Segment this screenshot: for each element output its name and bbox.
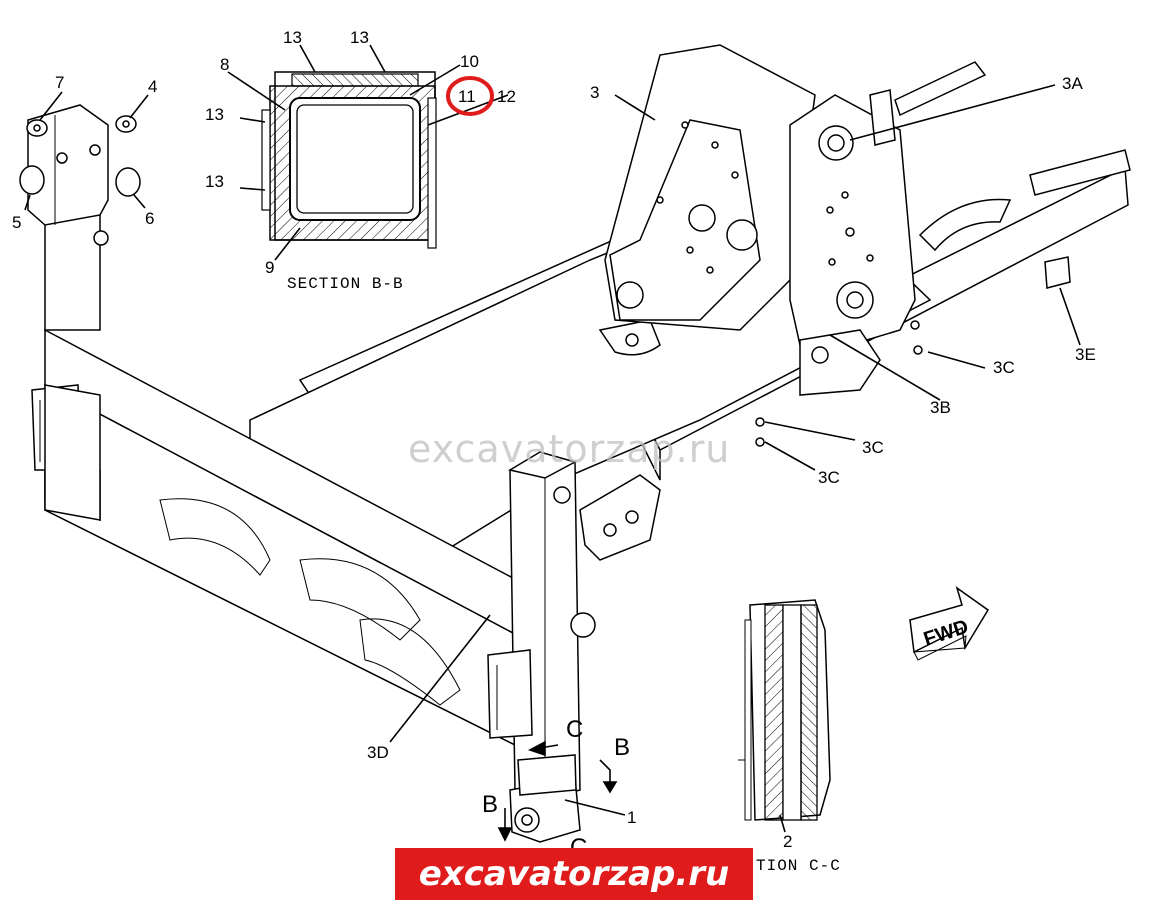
label-2: 2 [783, 832, 792, 851]
cut-plane-markers [497, 740, 618, 842]
left-post-top [27, 104, 109, 226]
label-7: 7 [55, 73, 64, 92]
label-13-b: 13 [350, 28, 369, 47]
section-c-c-title: TION C-C [756, 857, 841, 875]
section-c-c-view [738, 599, 831, 821]
label-3c-b: 3C [862, 438, 884, 457]
watermark-text: excavatorzap.ru [408, 427, 730, 471]
right-front-pad [487, 649, 533, 739]
label-12: 12 [497, 87, 516, 106]
label-3e: 3E [1075, 345, 1096, 364]
leader-lines [24, 44, 1081, 833]
fwd-arrow: FWD [909, 586, 990, 661]
label-11: 11 [458, 87, 476, 106]
section-b-b-view [261, 71, 437, 249]
label-3c-c: 3C [818, 468, 840, 487]
label-8: 8 [220, 55, 229, 74]
highlight-circle [446, 76, 494, 116]
label-3d: 3D [367, 743, 389, 762]
main-frame [27, 44, 1131, 843]
label-13-a: 13 [283, 28, 302, 47]
label-1: 1 [627, 808, 636, 827]
label-9: 9 [265, 258, 274, 277]
cap-5 [19, 165, 45, 195]
section-b-b-title: SECTION B-B [287, 275, 404, 293]
cut-label-b-right: B [614, 734, 630, 761]
label-3b: 3B [930, 398, 951, 417]
label-6: 6 [145, 209, 154, 228]
label-5: 5 [12, 213, 21, 232]
rear-mount [918, 198, 1012, 252]
cut-label-c-top: C [566, 716, 583, 743]
label-10: 10 [460, 52, 479, 71]
label-13-c: 13 [205, 105, 224, 124]
label-3: 3 [590, 83, 599, 102]
label-3c-a: 3C [993, 358, 1015, 377]
label-4: 4 [148, 77, 157, 96]
plate-3e [1044, 256, 1071, 289]
label-3a: 3A [1062, 74, 1083, 93]
center-linkage-bracket [579, 474, 661, 561]
cut-label-b-left: B [482, 791, 498, 818]
site-banner[interactable]: excavatorzap.ru [395, 848, 753, 900]
label-13-d: 13 [205, 172, 224, 191]
cap-6 [115, 167, 141, 197]
bracket-3a [869, 89, 896, 146]
callout-labels: 7 4 5 6 8 13 13 13 13 10 11 12 9 SECTION… [12, 28, 1096, 875]
cap-washers [19, 115, 141, 197]
tower-3b [789, 94, 916, 346]
